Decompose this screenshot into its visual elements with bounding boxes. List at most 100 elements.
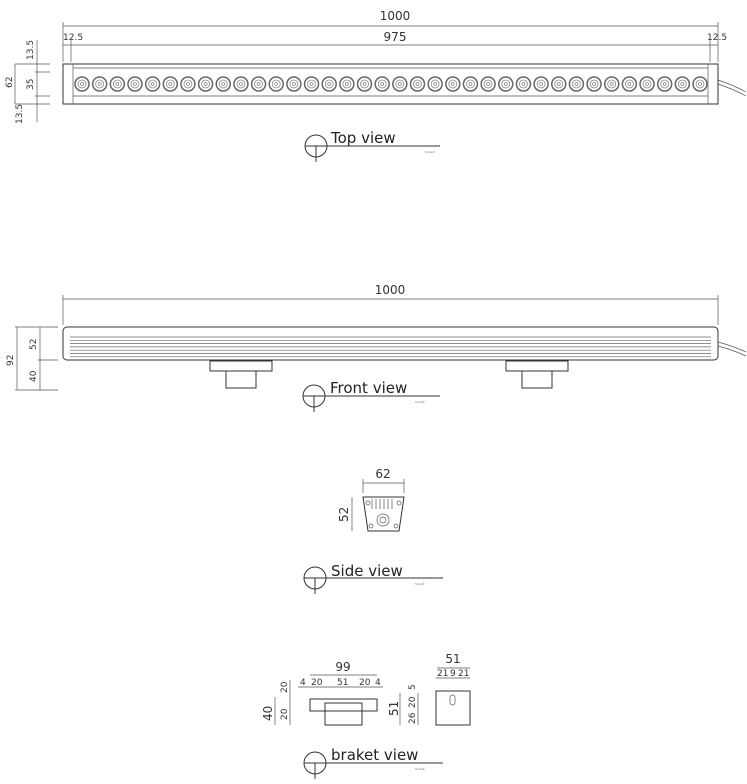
led-icon (339, 76, 355, 92)
led-icon (109, 76, 126, 92)
led-icon (74, 76, 90, 92)
led-icon (450, 82, 455, 86)
led-icon (309, 82, 314, 86)
led-icon (501, 79, 511, 89)
led-icon (130, 79, 140, 89)
led-icon (342, 79, 352, 89)
braket-h-top: 20 (280, 681, 290, 693)
led-icon (186, 82, 190, 86)
led-icon (592, 82, 596, 86)
led-icon (197, 76, 214, 92)
braket-plate-width: 51 (445, 652, 460, 666)
led-icon (662, 82, 667, 86)
front-bracket-height: 40 (29, 370, 39, 382)
led-icon (286, 76, 302, 92)
led-icon (144, 76, 161, 92)
led-icon (356, 76, 373, 92)
led-icon (486, 82, 491, 86)
led-icon (271, 79, 281, 89)
led-icon (642, 79, 652, 89)
bracket-slot (449, 694, 456, 706)
top-view-title: Top view (330, 129, 396, 147)
braket-pw-b: 9 (450, 669, 456, 679)
top-led-band: 35 (26, 79, 36, 90)
led-icon (274, 82, 279, 86)
braket-ph-b: 20 (408, 696, 418, 708)
braket-plate-height: 51 (387, 701, 401, 716)
led-icon (392, 76, 408, 92)
led-icon (677, 79, 687, 89)
led-icon (556, 82, 561, 86)
led-icon (574, 82, 579, 86)
led-icon (115, 82, 120, 86)
led-icon (221, 82, 226, 86)
top-overall-length: 1000 (380, 9, 411, 23)
led-icon (586, 76, 602, 92)
side-width: 62 (375, 467, 390, 481)
svg-text:SCALE: SCALE (415, 767, 425, 771)
top-end-right: 12.5 (707, 33, 727, 43)
led-icon (344, 82, 349, 86)
front-total-height: 92 (6, 355, 16, 366)
led-icon (289, 79, 299, 89)
top-margin-bottom: 13.5 (15, 104, 25, 124)
front-bracket-right (505, 360, 569, 389)
top-view-label: Top view SCALE (304, 129, 440, 162)
led-icon (162, 76, 179, 92)
side-profile (362, 496, 405, 532)
led-icon (656, 76, 673, 92)
led-icon (533, 76, 549, 92)
top-view: 1000 975 12.5 12.5 62 13.5 35 13.5 Top v… (5, 9, 747, 162)
led-icon (362, 82, 367, 86)
led-icon (621, 76, 638, 92)
led-icon (236, 79, 246, 89)
led-icon (360, 79, 369, 89)
led-icon (112, 79, 122, 89)
led-icon (539, 82, 543, 86)
svg-text:SCALE: SCALE (415, 400, 425, 404)
led-icon (519, 79, 528, 89)
top-width: 62 (5, 77, 15, 88)
led-icon (97, 82, 102, 86)
braket-pw-c: 21 (458, 669, 469, 679)
svg-text:SCALE: SCALE (425, 150, 435, 154)
led-icon (233, 76, 249, 92)
front-view-label: Front view SCALE (302, 379, 440, 412)
led-icon (80, 82, 84, 86)
led-icon (321, 76, 337, 92)
led-icon (303, 76, 320, 92)
led-icon (680, 82, 685, 86)
side-view-label: Side view SCALE (303, 562, 443, 594)
front-bracket-left (209, 360, 273, 389)
led-icon (133, 82, 137, 86)
side-view: 62 52 Side view SCALE (303, 467, 443, 594)
led-icon (445, 76, 461, 92)
led-icon (150, 82, 155, 86)
led-icon (639, 76, 655, 92)
braket-length: 99 (335, 660, 350, 674)
led-icon (448, 79, 458, 89)
braket-pw-a: 21 (437, 669, 448, 679)
led-icon (589, 79, 599, 89)
led-icon (374, 76, 390, 92)
led-icon (239, 82, 243, 86)
led-icon (660, 79, 670, 89)
led-icon (203, 82, 208, 86)
led-icon (466, 79, 475, 89)
led-icon (165, 79, 175, 89)
bracket-plate (435, 690, 471, 726)
led-icon (168, 82, 173, 86)
led-icon (201, 79, 211, 89)
led-icon (415, 82, 420, 86)
led-icon (568, 76, 585, 92)
led-icon (536, 79, 546, 89)
front-body-height: 52 (29, 339, 39, 350)
braket-h-bottom: 20 (280, 708, 290, 720)
led-icon (607, 79, 617, 89)
bar-body-front (62, 326, 719, 361)
led-icon (515, 76, 532, 92)
led-icon (327, 82, 332, 86)
led-icon (483, 79, 493, 89)
led-icon (698, 82, 702, 86)
